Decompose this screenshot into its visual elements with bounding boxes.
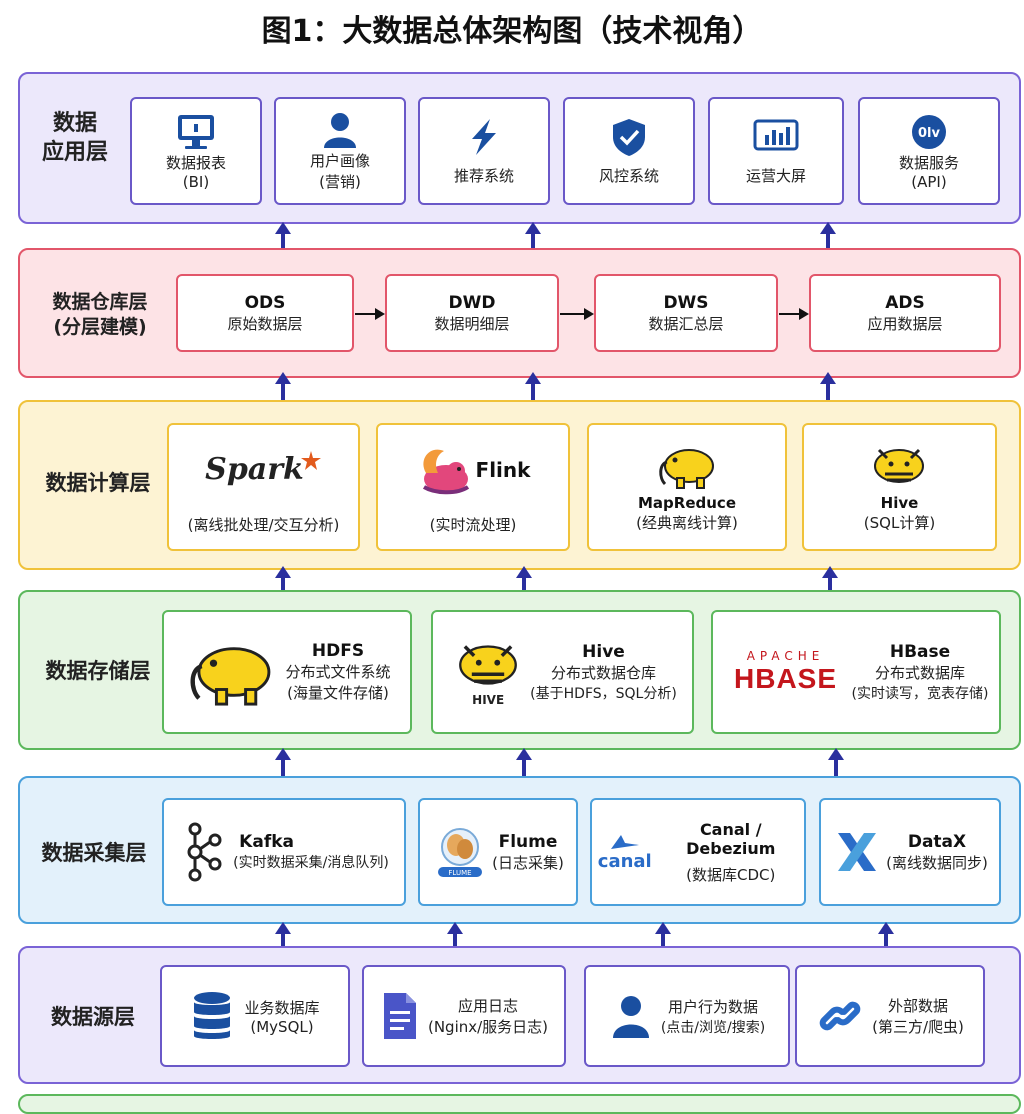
layer-storage-label: 数据存储层: [45, 659, 151, 683]
card-business-db[interactable]: 业务数据库 (MySQL): [160, 965, 350, 1067]
layer-source-label: 数据源层: [51, 1005, 135, 1029]
card-user-behavior[interactable]: 用户行为数据 (点击/浏览/搜索): [584, 965, 790, 1067]
card-hbase[interactable]: APACHE HBASE HBase 分布式数据库 (实时读写，宽表存储): [711, 610, 1001, 734]
layer-warehouse-label: 数据仓库层 (分层建模): [52, 291, 148, 338]
page-title: 图1：大数据总体架构图（技术视角）: [261, 14, 763, 49]
card-recommend[interactable]: 推荐系统: [418, 97, 550, 205]
card-kafka[interactable]: Kafka (实时数据采集/消息队列): [162, 798, 406, 906]
card-data-service[interactable]: 0lv 数据服务 (API): [858, 97, 1000, 205]
hive-bee-icon: [459, 645, 518, 685]
kafka-logo-icon: [187, 822, 222, 882]
api-badge-icon: 0lv: [911, 114, 946, 149]
card-flink[interactable]: Flink (实时流处理): [376, 423, 570, 551]
card-datax[interactable]: DataX (离线数据同步): [819, 798, 1001, 906]
card-bi[interactable]: 数据报表 (BI): [130, 97, 262, 205]
user-icon: [612, 996, 649, 1038]
lightning-icon: [471, 118, 496, 155]
flink-squirrel-icon: [422, 449, 469, 494]
document-icon: [383, 993, 416, 1039]
card-hive-compute[interactable]: Hive (SQL计算): [802, 423, 997, 551]
card-external-data[interactable]: 外部数据 (第三方/爬虫): [795, 965, 985, 1067]
card-hive-storage[interactable]: HIVE Hive 分布式数据仓库 (基于HDFS，SQL分析): [431, 610, 694, 734]
card-hdfs[interactable]: HDFS 分布式文件系统 (海量文件存储): [162, 610, 412, 734]
hadoop-elephant-icon: [191, 647, 271, 706]
link-icon: [819, 1001, 861, 1031]
card-ops-dashboard[interactable]: 运营大屏: [708, 97, 844, 205]
card-flume[interactable]: FLUME Flume (日志采集): [418, 798, 578, 906]
dashboard-chart-icon: [753, 119, 799, 150]
card-app-log[interactable]: 应用日志 (Nginx/服务日志): [362, 965, 566, 1067]
svg-text:0lv: 0lv: [918, 126, 941, 141]
card-user-profile[interactable]: 用户画像 (营销): [274, 97, 406, 205]
monitor-icon: [177, 114, 214, 149]
flume-logo-icon: FLUME: [438, 828, 483, 877]
hadoop-elephant-icon: [659, 448, 714, 489]
arrow-right: [779, 308, 809, 320]
card-risk-control[interactable]: 风控系统: [563, 97, 695, 205]
hive-bee-icon: [874, 448, 925, 483]
layer-collect-label: 数据采集层: [41, 841, 147, 865]
database-icon: [194, 992, 231, 1039]
svg-text:FLUME: FLUME: [449, 869, 472, 877]
user-icon: [323, 113, 356, 148]
card-mapreduce[interactable]: MapReduce (经典离线计算): [587, 423, 787, 551]
arrow-right: [355, 308, 385, 320]
arrow-right: [560, 308, 594, 320]
shield-check-icon: [612, 118, 645, 156]
layer-app-label: 数据 应用层: [41, 111, 108, 165]
datax-logo-icon: [838, 833, 877, 871]
layer-next-partial: [18, 1094, 1021, 1114]
canal-logo-icon: canal: [592, 833, 658, 872]
hbase-logo-icon: APACHE HBASE: [734, 649, 838, 694]
spark-logo-icon: Spark: [205, 440, 322, 500]
layer-compute-label: 数据计算层: [45, 471, 151, 495]
card-spark[interactable]: Spark (离线批处理/交互分析): [167, 423, 360, 551]
card-canal[interactable]: canal Canal / Debezium (数据库CDC): [590, 798, 806, 906]
